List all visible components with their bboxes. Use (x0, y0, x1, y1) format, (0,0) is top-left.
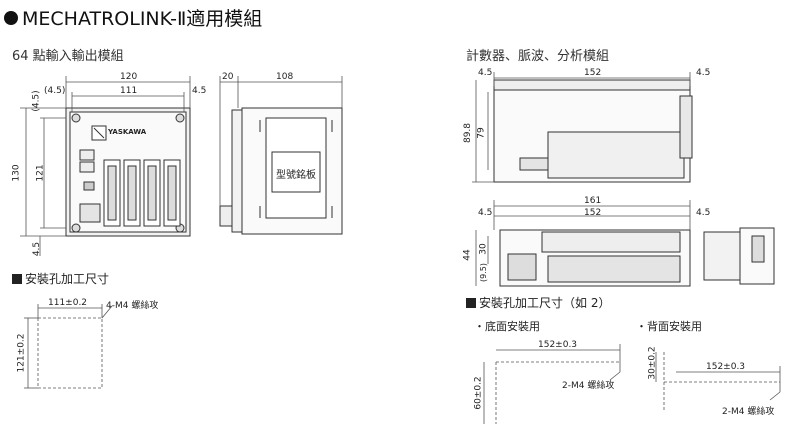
square-bullet-icon (466, 298, 476, 308)
nameplate-label: 型號銘板 (276, 170, 316, 181)
top-dim-h1: 89.8 (463, 122, 474, 144)
dim-width-inner: 111 (120, 86, 138, 96)
counter-mounting-heading: 安裝孔加工尺寸（如 2） (466, 294, 610, 311)
io-mount-screw: 4-M4 螺絲攻 (106, 301, 159, 311)
bottom-mount-screw: 2-M4 螺絲攻 (562, 381, 615, 391)
counter-mounting-heading-text: 安裝孔加工尺寸（如 2） (479, 296, 611, 310)
front-dim-h44: 44 (462, 249, 473, 261)
dim-width-total: 120 (120, 72, 138, 82)
bottom-mount-label: ・底面安裝用 (474, 320, 540, 333)
page-title: MECHATROLINK-Ⅱ適用模組 (4, 4, 262, 31)
bottom-mount-height: 60±0.2 (473, 376, 484, 410)
counter-module-front-view (499, 229, 691, 287)
dim-offset-top: (4.5) (31, 90, 42, 112)
io-mount-width: 111±0.2 (48, 298, 88, 308)
io-mounting-heading: 安裝孔加工尺寸 (12, 270, 109, 287)
counter-module-heading: 計數器、脈波、分析模組 (466, 49, 610, 64)
front-dim-h9: (9.5) (478, 263, 488, 282)
io-mounting-heading-text: 安裝孔加工尺寸 (25, 272, 110, 286)
dim-offset-left: (4.5) (44, 86, 66, 96)
counter-module-top-view (493, 79, 693, 183)
dim-side-108: 108 (276, 72, 294, 82)
io-mounting-drawing (24, 304, 113, 389)
back-mount-height: 30±0.2 (647, 346, 658, 380)
bullet-dot-icon (4, 11, 18, 25)
io-module-heading: 64 點輸入輸出模組 (12, 49, 124, 64)
dim-offset-bottom: 4.5 (32, 241, 43, 257)
square-bullet-icon (12, 274, 22, 284)
top-dim-h2: 79 (476, 127, 487, 139)
back-mount-width: 152±0.3 (706, 362, 746, 372)
front-dim-total: 161 (584, 196, 602, 206)
top-dim-right: 4.5 (696, 68, 711, 78)
back-mount-label: ・背面安裝用 (636, 320, 702, 333)
page-title-text: MECHATROLINK-Ⅱ適用模組 (22, 8, 263, 30)
top-dim-left: 4.5 (478, 68, 493, 78)
dim-height-total: 130 (11, 164, 22, 182)
front-dim-width: 152 (584, 208, 602, 218)
dim-height-inner: 121 (35, 164, 46, 182)
io-module-front-view (65, 107, 191, 237)
counter-front-dimension-lines (475, 200, 691, 286)
brand-label: YASKAWA (108, 128, 147, 136)
dim-side-20: 20 (222, 72, 234, 82)
bottom-mount-width: 152±0.3 (538, 340, 578, 350)
counter-module-side-view (703, 227, 775, 285)
io-module-side-view (219, 107, 343, 235)
io-mount-height: 121±0.2 (16, 333, 27, 373)
io-dimension-lines (20, 76, 191, 256)
top-dim-width: 152 (584, 68, 602, 78)
counter-top-dimension-lines (472, 72, 691, 183)
dim-offset-right: 4.5 (192, 86, 207, 96)
front-dim-h30: 30 (478, 243, 489, 255)
front-dim-left: 4.5 (478, 208, 493, 218)
counter-mounting-drawings (483, 344, 781, 424)
front-dim-right: 4.5 (696, 208, 711, 218)
io-side-dimension-lines (219, 76, 343, 206)
back-mount-screw: 2-M4 螺絲攻 (722, 407, 775, 417)
